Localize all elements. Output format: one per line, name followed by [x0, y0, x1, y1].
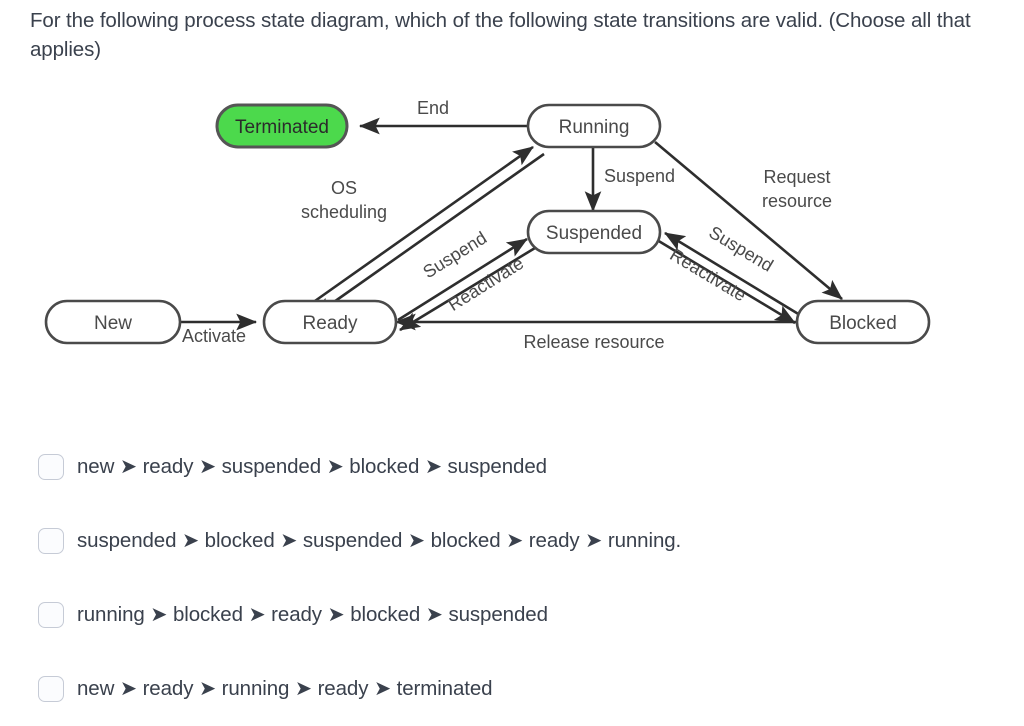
state-diagram-svg: Terminated Running Suspended New Ready [44, 98, 931, 352]
question-text: For the following process state diagram,… [30, 9, 971, 61]
node-blocked-label: Blocked [829, 313, 897, 334]
node-running-label: Running [559, 117, 630, 138]
edge-ready-to-running [304, 145, 534, 310]
option-row-1[interactable]: new ➤ ready ➤ suspended ➤ blocked ➤ susp… [38, 430, 998, 504]
option-label-2[interactable]: suspended ➤ blocked ➤ suspended ➤ blocke… [77, 529, 682, 552]
node-ready-shape [262, 299, 398, 345]
edge-label-os-scheduling-line2: scheduling [301, 202, 387, 222]
node-ready-label: Ready [303, 313, 358, 334]
node-terminated-label: Terminated [235, 117, 329, 138]
edge-label-suspend-running: Suspend [604, 166, 675, 186]
option-row-3[interactable]: running ➤ blocked ➤ ready ➤ blocked ➤ su… [38, 578, 998, 652]
checkbox-icon-option-3[interactable] [38, 602, 64, 628]
edge-label-activate: Activate [182, 326, 246, 346]
option-row-2[interactable]: suspended ➤ blocked ➤ suspended ➤ blocke… [38, 504, 998, 578]
edge-label-end: End [417, 98, 449, 118]
option-label-4[interactable]: new ➤ ready ➤ running ➤ ready ➤ terminat… [77, 677, 493, 700]
node-blocked-shape [795, 299, 931, 345]
node-running[interactable]: Running [526, 103, 662, 149]
node-running-shape [526, 103, 662, 149]
checkbox-icon-option-4[interactable] [38, 676, 64, 702]
question-block: For the following process state diagram,… [30, 6, 975, 64]
edge-running-blocked [654, 141, 843, 300]
node-new-shape [44, 299, 182, 345]
edge-running-to-ready [313, 152, 545, 318]
node-terminated[interactable]: Terminated [215, 103, 349, 149]
option-row-4[interactable]: new ➤ ready ➤ running ➤ ready ➤ terminat… [38, 652, 998, 726]
edge-blocked-suspended [664, 231, 801, 317]
edge-label-request-resource-line2: resource [762, 191, 832, 211]
edge-label-os-scheduling-line1: OS [331, 178, 357, 198]
edge-ready-suspended [397, 237, 528, 322]
option-label-1[interactable]: new ➤ ready ➤ suspended ➤ blocked ➤ susp… [77, 455, 547, 478]
node-suspended[interactable]: Suspended [526, 209, 662, 255]
edge-suspended-ready [399, 246, 536, 332]
node-new[interactable]: New [44, 299, 182, 345]
node-ready[interactable]: Ready [262, 299, 398, 345]
node-terminated-shape [215, 103, 349, 149]
node-new-label: New [94, 313, 132, 334]
diagram-edges [180, 117, 843, 332]
node-suspended-shape [526, 209, 662, 255]
edge-suspended-blocked [656, 238, 796, 325]
checkbox-icon-option-1[interactable] [38, 454, 64, 480]
process-state-diagram: Terminated Running Suspended New Ready [0, 80, 1024, 380]
edge-label-request-resource-line1: Request [763, 167, 830, 187]
node-suspended-label: Suspended [546, 223, 642, 244]
option-label-3[interactable]: running ➤ blocked ➤ ready ➤ blocked ➤ su… [77, 603, 548, 626]
answer-options-list: new ➤ ready ➤ suspended ➤ blocked ➤ susp… [38, 430, 998, 726]
diagram-nodes: Terminated Running Suspended New Ready [44, 103, 931, 345]
edge-label-release-resource: Release resource [523, 332, 664, 352]
checkbox-icon-option-2[interactable] [38, 528, 64, 554]
node-blocked[interactable]: Blocked [795, 299, 931, 345]
